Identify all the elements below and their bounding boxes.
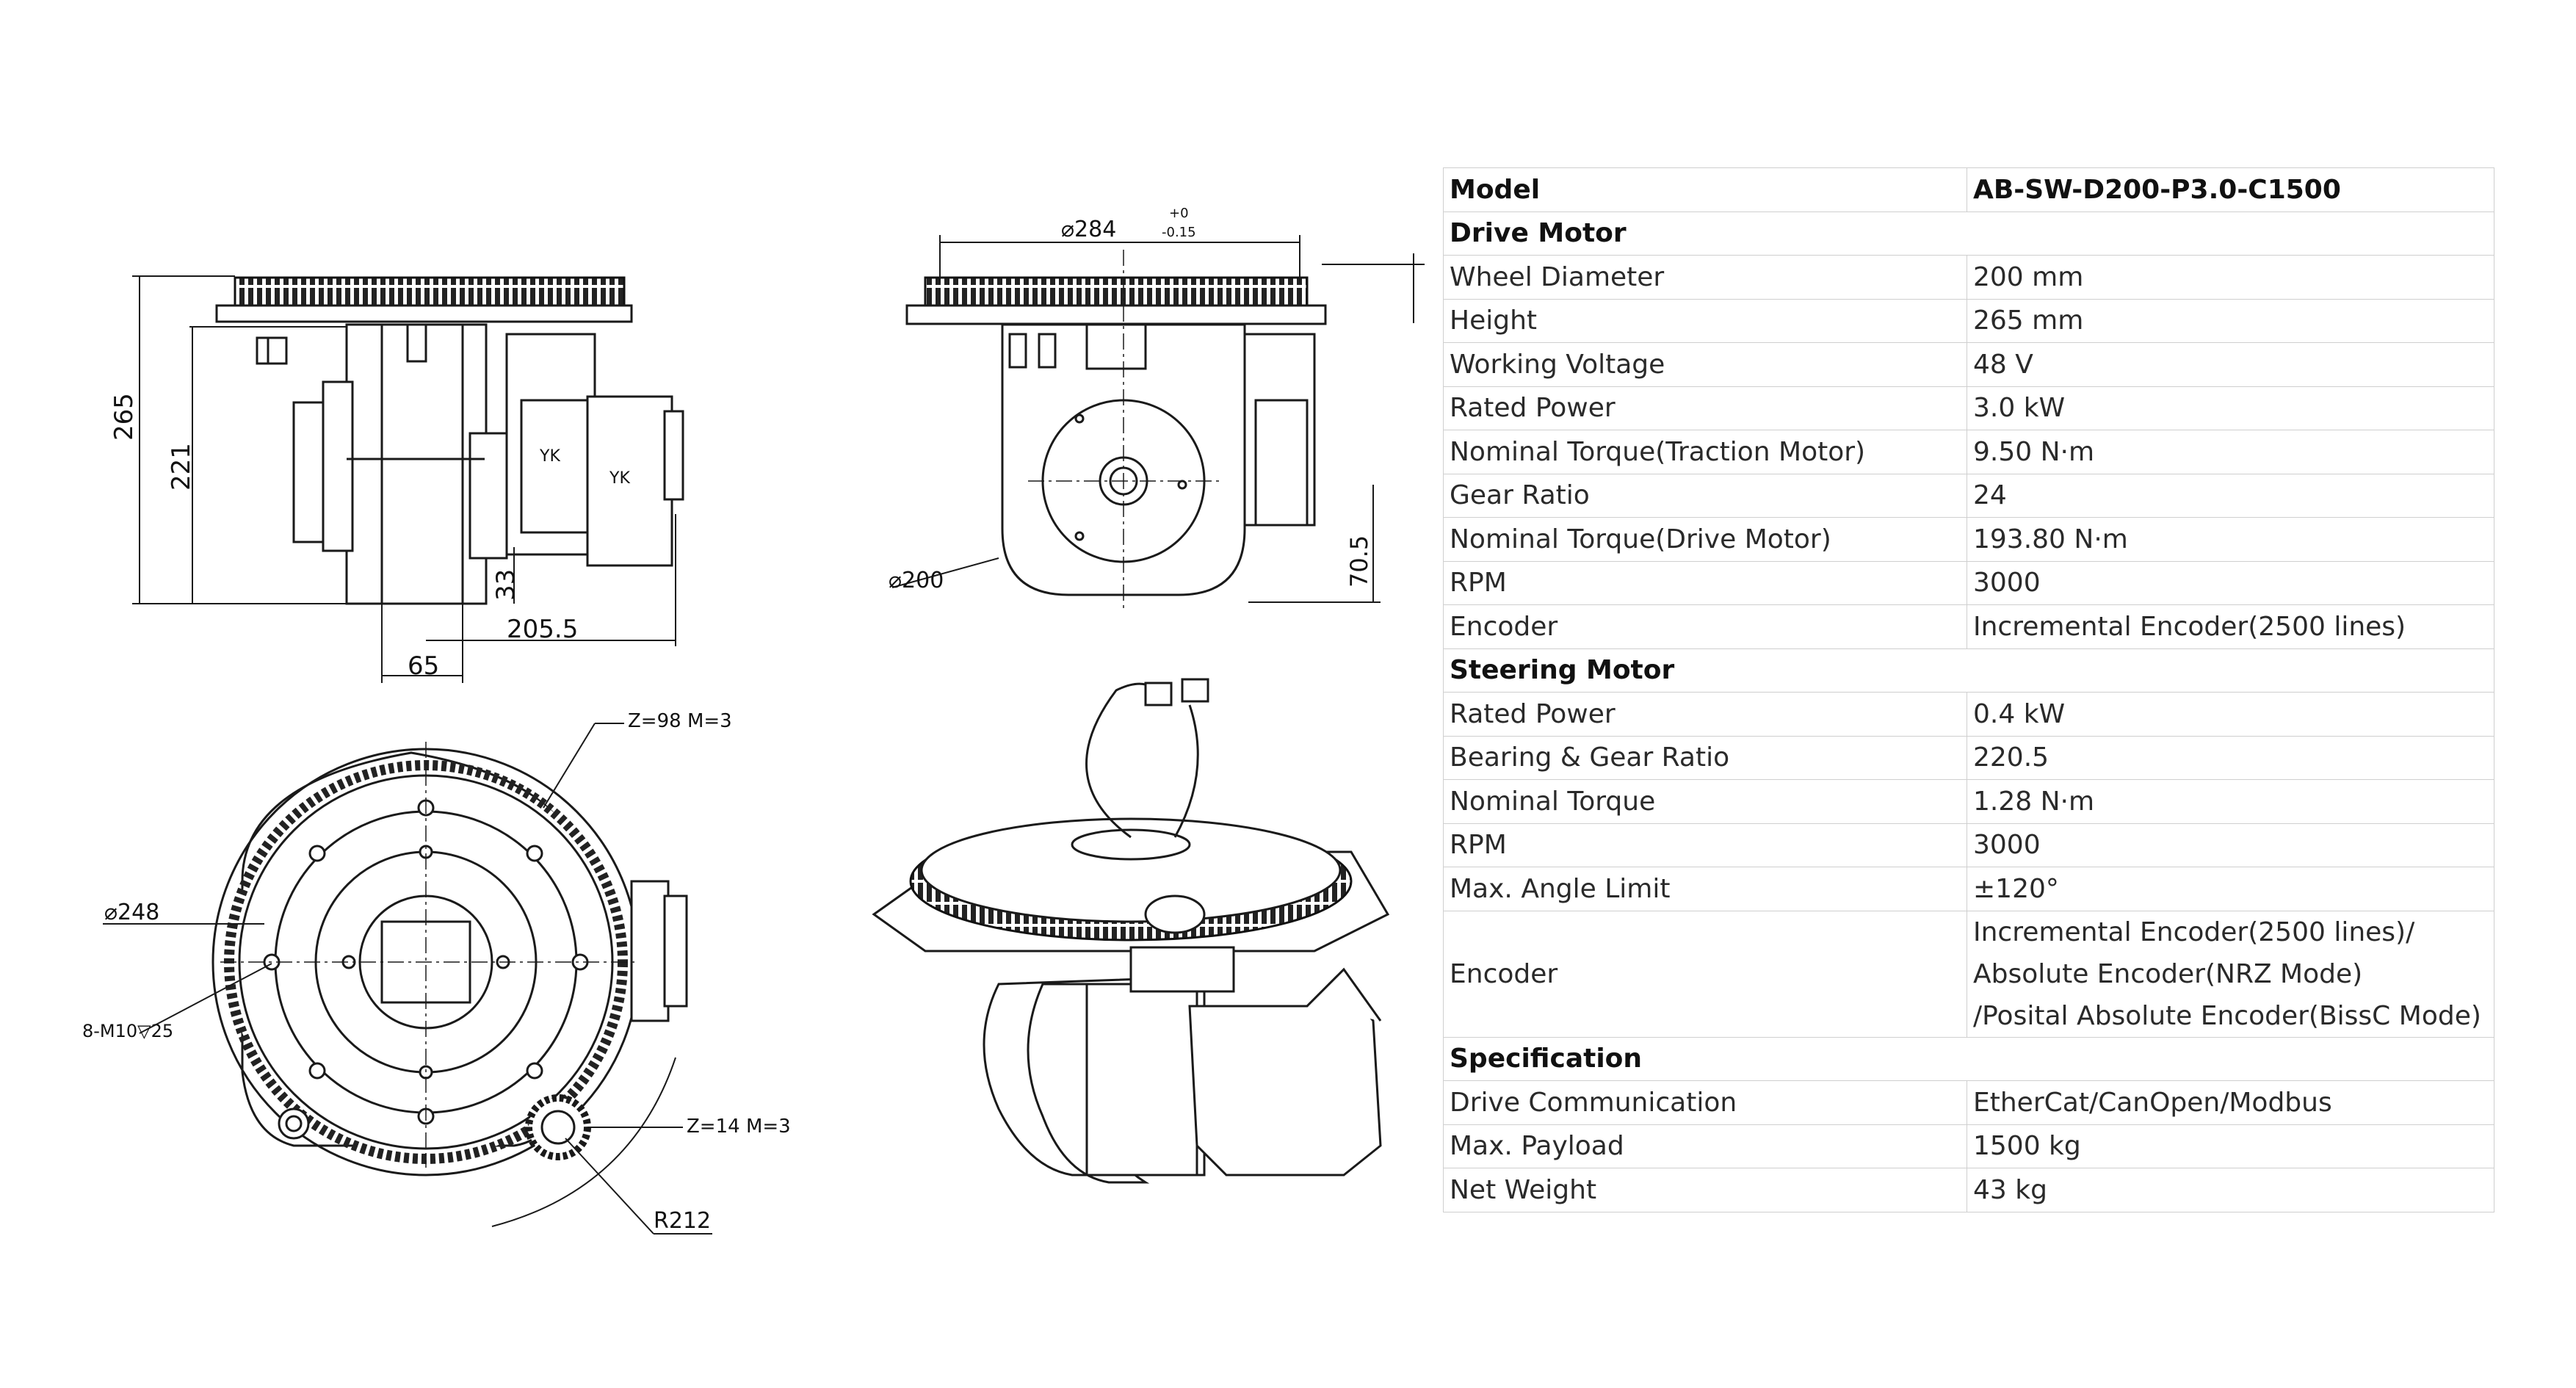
row-value: 220.5 (1967, 735, 2494, 780)
model-value: AB-SW-D200-P3.0-C1500 (1967, 167, 2494, 212)
table-row: Max. Angle Limit±120° (1443, 867, 2494, 911)
row-label: Drive Communication (1443, 1080, 1967, 1125)
motor-label-yk-2: YK (609, 469, 630, 488)
model-label: Model (1443, 167, 1967, 212)
dim-221: 221 (167, 443, 196, 491)
row-label: RPM (1443, 560, 1967, 605)
dim-z14: Z=14 M=3 (687, 1116, 791, 1138)
encoder-line: /Posital Absolute Encoder(BissC Mode) (1973, 1000, 2481, 1031)
dim-8-m10: 8-M10▽25 (82, 1021, 173, 1041)
dim-248: ⌀248 (104, 900, 159, 925)
row-label: Max. Payload (1443, 1124, 1967, 1168)
row-label: Rated Power (1443, 386, 1967, 430)
section-title: Specification (1443, 1036, 2494, 1081)
row-label: Height (1443, 298, 1967, 343)
row-label: Bearing & Gear Ratio (1443, 735, 1967, 780)
technical-drawings: 265 221 33 205.5 65 YK YK ⌀284 +0 -0.15 … (82, 206, 1425, 1235)
table-row: Nominal Torque(Drive Motor)193.80 N·m (1443, 517, 2494, 562)
row-value: 43 kg (1967, 1168, 2494, 1212)
dim-284: ⌀284 (1061, 217, 1116, 242)
spec-table-container: Model AB-SW-D200-P3.0-C1500 Drive Motor … (1443, 167, 2494, 1212)
section-title: Drive Motor (1443, 211, 2494, 256)
spec-table: Model AB-SW-D200-P3.0-C1500 Drive Motor … (1443, 167, 2494, 1212)
encoder-line: Absolute Encoder(NRZ Mode) (1973, 958, 2363, 989)
motor-label-yk-1: YK (539, 447, 560, 466)
row-value: 193.80 N·m (1967, 517, 2494, 562)
row-value: 1.28 N·m (1967, 779, 2494, 824)
row-label: Nominal Torque (1443, 779, 1967, 824)
row-label: Nominal Torque(Drive Motor) (1443, 517, 1967, 562)
section-header-specification: Specification (1443, 1036, 2494, 1081)
row-label: Gear Ratio (1443, 473, 1967, 518)
row-value: 3.0 kW (1967, 386, 2494, 430)
row-value: 48 V (1967, 342, 2494, 387)
section-title: Steering Motor (1443, 648, 2494, 693)
row-label: Nominal Torque(Traction Motor) (1443, 430, 1967, 474)
row-value: Incremental Encoder(2500 lines) (1967, 604, 2494, 649)
table-row-encoder: Encoder Incremental Encoder(2500 lines)/… (1443, 910, 2494, 1038)
isometric-view (872, 678, 1390, 1184)
row-value: ±120° (1967, 867, 2494, 911)
dim-284-tol-upper: +0 (1169, 206, 1189, 221)
section-header-drive-motor: Drive Motor (1443, 211, 2494, 256)
dim-200: ⌀200 (889, 568, 944, 593)
row-value: 1500 kg (1967, 1124, 2494, 1168)
row-label: Rated Power (1443, 692, 1967, 737)
side-view (132, 275, 684, 683)
row-value: 9.50 N·m (1967, 430, 2494, 474)
dim-70-5: 70.5 (1345, 535, 1373, 588)
row-value: 0.4 kW (1967, 692, 2494, 737)
dim-265: 265 (109, 393, 139, 441)
dim-r212: R212 (654, 1208, 711, 1234)
row-value: 200 mm (1967, 255, 2494, 300)
dim-284-tol-lower: -0.15 (1162, 225, 1196, 240)
row-value: 265 mm (1967, 298, 2494, 343)
encoder-line: Incremental Encoder(2500 lines)/ (1973, 917, 2415, 947)
row-label: Net Weight (1443, 1168, 1967, 1212)
row-label: Max. Angle Limit (1443, 867, 1967, 911)
dim-33: 33 (491, 569, 521, 601)
front-view (891, 235, 1425, 610)
row-label: RPM (1443, 823, 1967, 867)
row-label: Wheel Diameter (1443, 255, 1967, 300)
row-value: 24 (1967, 473, 2494, 518)
dim-65: 65 (408, 651, 439, 681)
row-label: Working Voltage (1443, 342, 1967, 387)
row-value: 3000 (1967, 823, 2494, 867)
row-label: Encoder (1443, 910, 1967, 1038)
row-value: EtherCat/CanOpen/Modbus (1967, 1080, 2494, 1125)
table-row-model: Model AB-SW-D200-P3.0-C1500 (1443, 167, 2494, 212)
row-value-multiline: Incremental Encoder(2500 lines)/ Absolut… (1967, 910, 2494, 1038)
top-view (103, 723, 712, 1235)
section-header-steering-motor: Steering Motor (1443, 648, 2494, 693)
dim-z98: Z=98 M=3 (628, 710, 732, 732)
dim-205-5: 205.5 (507, 615, 578, 644)
row-value: 3000 (1967, 560, 2494, 605)
row-label: Encoder (1443, 604, 1967, 649)
table-row: Nominal Torque(Traction Motor)9.50 N·m (1443, 430, 2494, 474)
